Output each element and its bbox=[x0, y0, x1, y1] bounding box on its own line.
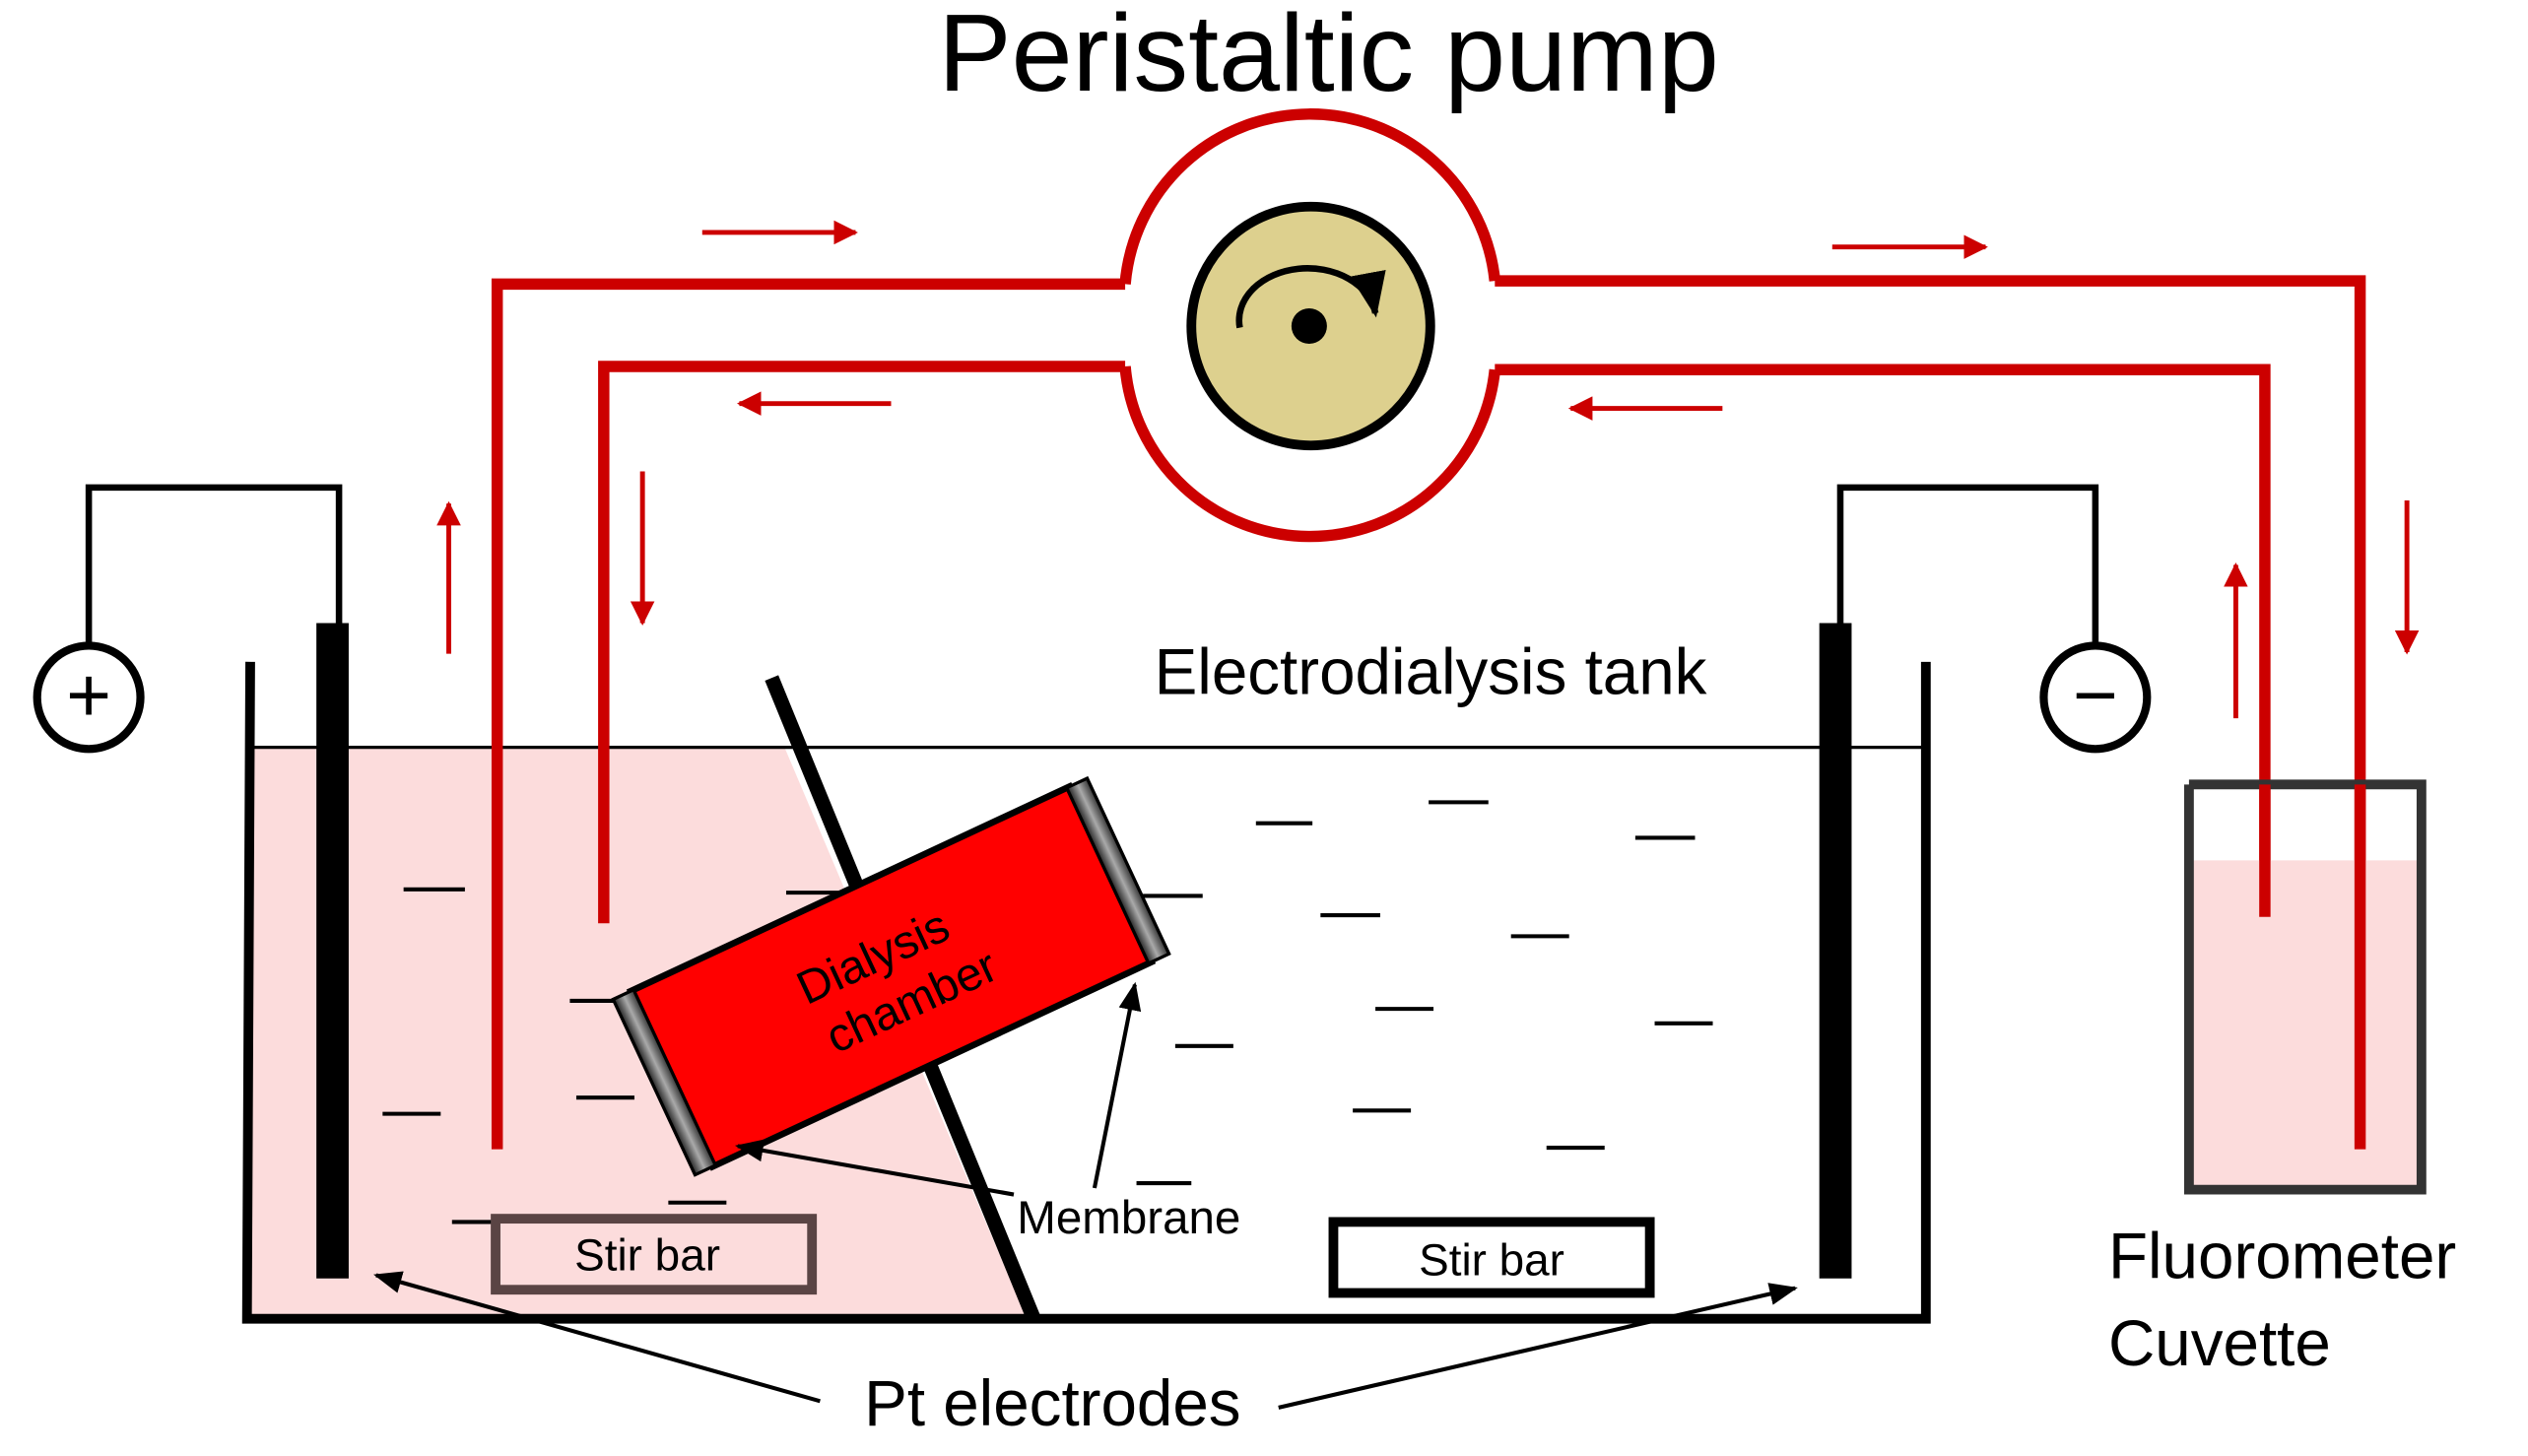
right-pt-electrode bbox=[1819, 623, 1852, 1279]
flow-arrows bbox=[436, 220, 2420, 719]
fluorometer-cuvette bbox=[2183, 779, 2427, 1195]
cuvette-tubes-inside bbox=[2259, 784, 2366, 1150]
stir-bar-right-label: Stir bar bbox=[1419, 1233, 1564, 1285]
pump-housing-bottom bbox=[1119, 365, 1501, 543]
stir-bar-right: Stir bar bbox=[1328, 1217, 1655, 1298]
left-pt-electrode bbox=[316, 623, 349, 1279]
positive-terminal bbox=[33, 641, 145, 754]
right-electrode-assembly: − bbox=[1819, 484, 2152, 1279]
stir-bar-left: Stir bar bbox=[491, 1214, 818, 1295]
dialysis-chamber: Dialysis chamber bbox=[611, 775, 1171, 1177]
left-membrane bbox=[611, 987, 718, 1177]
negative-terminal-symbol: − bbox=[2073, 651, 2118, 738]
pt-electrode-pointers bbox=[373, 1271, 1798, 1410]
cuvette-label-line2: Cuvette bbox=[2108, 1307, 2331, 1379]
anion-symbols bbox=[382, 800, 1713, 1224]
pump-rotor bbox=[1186, 201, 1435, 451]
left-electrode-assembly: + bbox=[33, 484, 349, 1279]
tube-tank-outer bbox=[491, 278, 1126, 1150]
tank-wall bbox=[241, 661, 1931, 1324]
tank-label: Electrodialysis tank bbox=[1155, 636, 1707, 708]
pump-housing-top bbox=[1119, 108, 1501, 285]
pt-electrodes-label: Pt electrodes bbox=[864, 1367, 1240, 1439]
pump-label: Peristaltic pump bbox=[938, 0, 1719, 114]
cuvette-label-line1: Fluorometer bbox=[2108, 1221, 2456, 1292]
stir-bar-left-label: Stir bar bbox=[574, 1229, 720, 1281]
positive-terminal-symbol: + bbox=[66, 651, 111, 738]
tube-tank-inner bbox=[598, 361, 1126, 924]
rotor-axle bbox=[1291, 307, 1327, 345]
right-membrane bbox=[1064, 775, 1171, 966]
membrane-pointers bbox=[735, 981, 1142, 1197]
tube-cuvette-inner bbox=[1495, 364, 2271, 917]
rotation-arrow-icon bbox=[1235, 265, 1386, 329]
negative-terminal bbox=[2039, 641, 2152, 754]
membrane-label: Membrane bbox=[1017, 1192, 1240, 1244]
